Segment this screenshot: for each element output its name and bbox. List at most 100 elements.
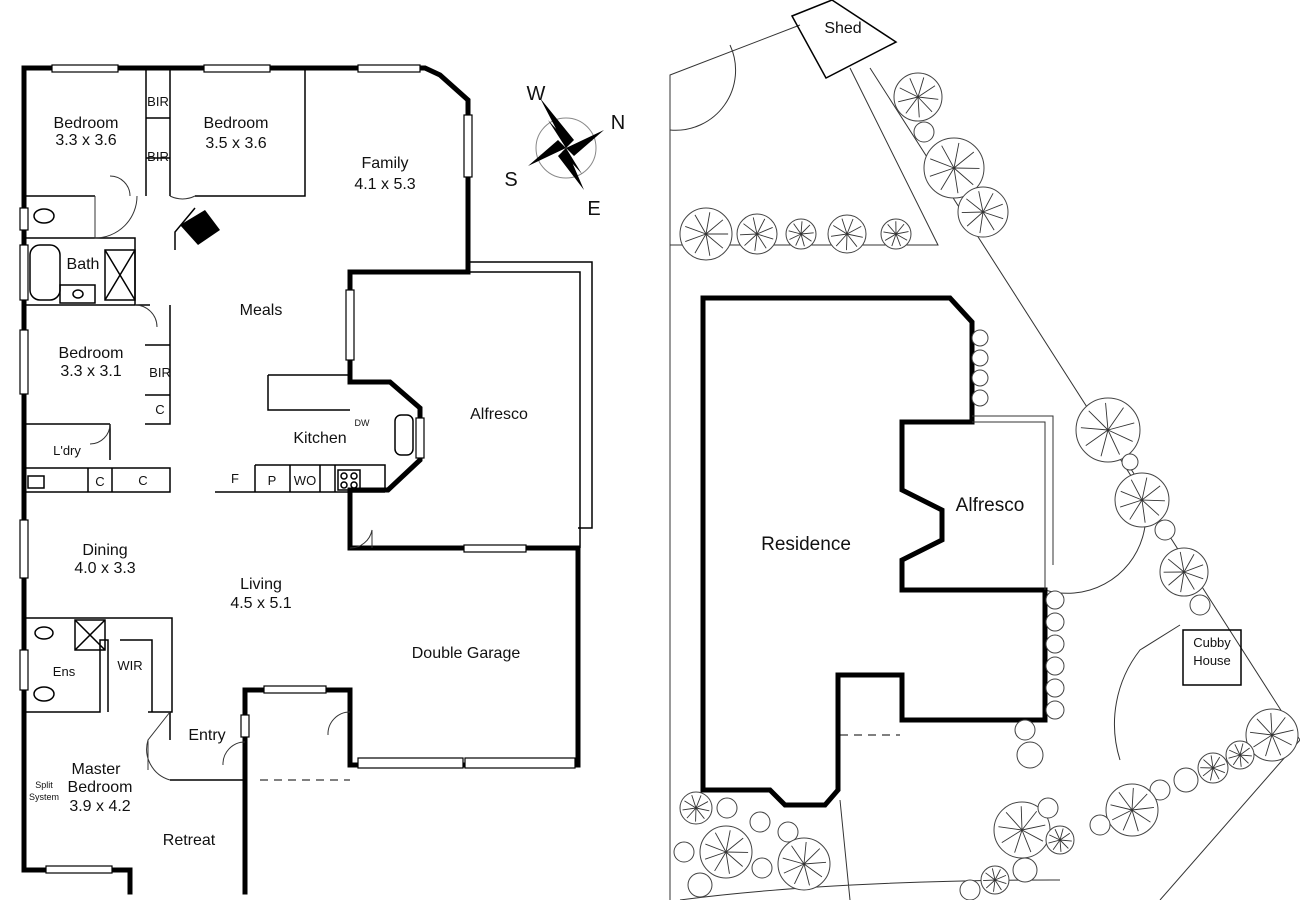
tree-canopy [959, 879, 981, 900]
tree-branches [704, 830, 749, 874]
tree-branch [941, 145, 955, 169]
tree-branch [953, 167, 959, 194]
tree-branch [846, 233, 863, 238]
tree-branch [725, 837, 744, 853]
tree-branch [994, 879, 1002, 891]
tree-canopy [1089, 814, 1111, 836]
tree-branches [1048, 828, 1072, 852]
tree-canopy [971, 329, 989, 347]
room-ensuite-name: Ens [53, 664, 76, 679]
tree-branch [1088, 410, 1109, 431]
tree-branch [1080, 427, 1109, 431]
tree-branch [1271, 729, 1294, 736]
tree-branch [1107, 429, 1120, 455]
room-dining-size: 4.0 x 3.3 [74, 560, 135, 577]
tree-branch [754, 233, 758, 251]
tree-branch [705, 843, 727, 853]
residence-outline [700, 295, 1048, 808]
tree-branch [1129, 499, 1143, 520]
fixture-bir-2: BIR [147, 149, 169, 164]
room-living-name: Living [240, 576, 282, 593]
shed: Shed [790, 0, 898, 80]
tree-branch [917, 96, 939, 100]
tree-branch [1001, 829, 1023, 843]
fixture-labels: BIR BIR BIR C C C DW F P WO Split System [29, 94, 370, 802]
room-retreat-name: Retreat [163, 832, 216, 849]
tree-canopy [1014, 719, 1036, 741]
tree-branch [993, 879, 996, 892]
outer-wall-north-west [21, 65, 471, 385]
fixture-split-system-line-2: System [29, 792, 59, 802]
tree-branches [998, 806, 1046, 853]
tree-branch [752, 217, 758, 235]
tree-branch [1059, 832, 1071, 841]
tree-branch [694, 233, 707, 254]
tree-canopy [687, 872, 713, 898]
tree-branch [1049, 834, 1061, 841]
tree-branch [756, 233, 767, 249]
tree-branch [895, 231, 909, 235]
room-bedroom-2-name: Bedroom [204, 115, 269, 132]
tree-branch [794, 863, 805, 885]
tree-branch [800, 221, 803, 235]
tree-canopy [1154, 519, 1176, 541]
compass-east: E [587, 198, 600, 220]
tree-branch [1014, 829, 1023, 853]
room-dining-name: Dining [82, 542, 127, 559]
alfresco-pergola [470, 261, 593, 548]
tree-branch [1107, 429, 1133, 442]
tree-branch [1112, 809, 1133, 821]
room-kitchen-name: Kitchen [293, 430, 346, 447]
tree-branch [1250, 731, 1273, 736]
tree-branch [685, 226, 707, 235]
tree-branch [991, 868, 996, 881]
tree-branch [782, 857, 805, 865]
trees [673, 72, 1299, 900]
tree-branch [695, 795, 702, 809]
tree-branch [1107, 407, 1124, 431]
tree-branch [895, 233, 908, 241]
shed-label: Shed [824, 20, 861, 37]
tree-branch [744, 233, 758, 246]
tree-branch [1239, 754, 1242, 767]
fixture-pantry: P [268, 473, 277, 488]
fixture-dishwasher: DW [355, 418, 370, 428]
compass-north: N [611, 112, 625, 134]
tree-branch [795, 233, 802, 246]
tree-branch [979, 211, 984, 234]
tree-branch [895, 233, 901, 247]
tree-branch [725, 851, 743, 867]
tree-branch [1020, 806, 1023, 831]
fixtures [27, 207, 414, 702]
tree-canopy [777, 821, 799, 843]
tree-branch [1232, 754, 1241, 766]
tree-branch [846, 218, 854, 235]
tree-branch [705, 219, 724, 235]
tree-branches [682, 794, 710, 822]
tree-canopy [1045, 590, 1065, 610]
tree-branch [803, 863, 810, 886]
tree-branch [800, 233, 805, 247]
tree-branch [1253, 734, 1273, 748]
fixture-cupboard-2: C [95, 474, 104, 489]
floor-plan: Bedroom 3.3 x 3.6 Bedroom 3.5 x 3.6 Fami… [19, 64, 625, 895]
tree-canopy [1121, 453, 1139, 471]
room-family-size: 4.1 x 5.3 [354, 176, 415, 193]
tree-branch [895, 223, 905, 235]
tree-branch [994, 874, 1007, 881]
compass: W N S E [504, 83, 625, 220]
tree-canopy [1189, 594, 1211, 616]
fixture-bir-3: BIR [149, 365, 171, 380]
tree-branch [1141, 499, 1165, 502]
tree-branch [983, 879, 996, 882]
residence-label: Residence [761, 534, 851, 555]
tree-branch [1054, 828, 1061, 841]
tree-branch [725, 851, 730, 874]
tree-branch [800, 224, 811, 235]
tree-branch [1131, 809, 1139, 832]
tree-canopy [1045, 656, 1065, 676]
fixture-cupboard-3: C [138, 473, 147, 488]
tree-canopy [1045, 700, 1065, 720]
tree-branch [1118, 791, 1133, 811]
tree-branch [800, 233, 812, 242]
